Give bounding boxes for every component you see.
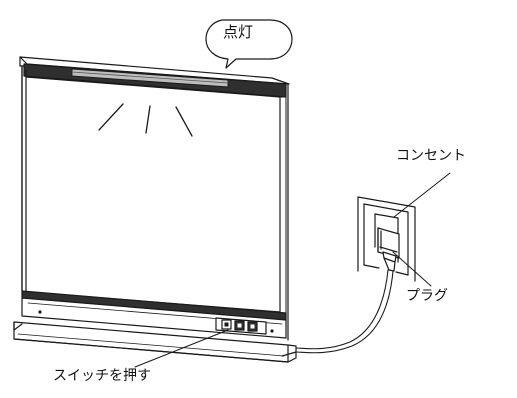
outlet-label: コンセント	[396, 148, 466, 164]
light-on-label: 点灯	[223, 23, 254, 41]
wall-outlet-icon	[357, 196, 416, 282]
press-switch-label: スイッチを押す	[53, 368, 151, 384]
power-cord	[295, 269, 394, 354]
leader-switch	[134, 329, 229, 368]
leader-outlet	[393, 172, 451, 218]
leader-plug	[392, 251, 432, 287]
cabinet	[13, 56, 297, 363]
light-rays-icon	[98, 103, 193, 137]
speech-bubble-icon	[205, 19, 293, 69]
power-plug-icon	[377, 227, 400, 272]
plug-label: プラグ	[406, 288, 448, 304]
